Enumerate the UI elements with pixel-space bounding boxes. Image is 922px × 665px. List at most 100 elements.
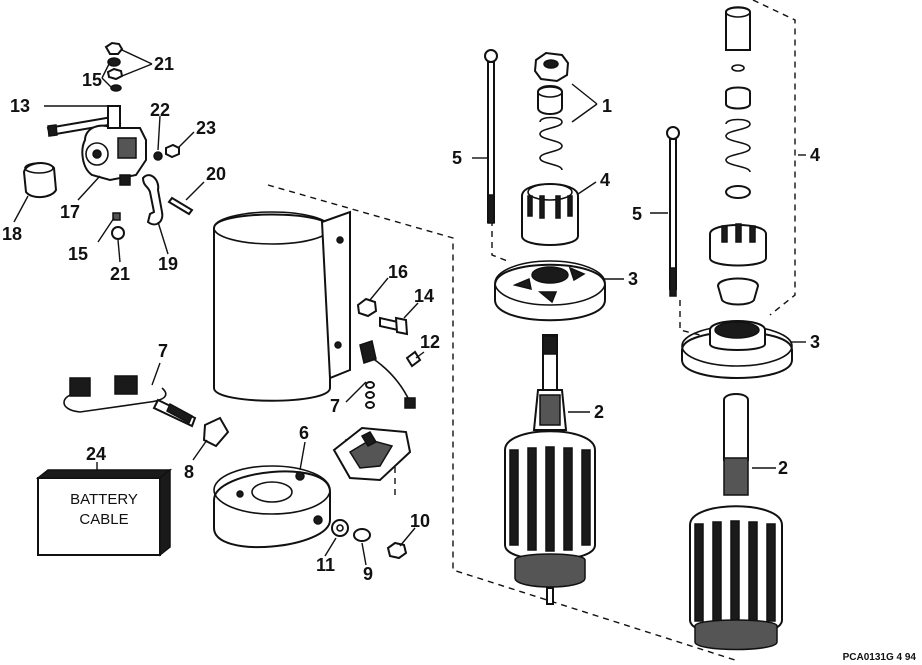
terminal-bracket-8 — [202, 416, 230, 448]
spring-7b — [365, 391, 375, 399]
thru-bolt-5b — [669, 138, 677, 290]
callout-5-left: 5 — [452, 148, 462, 168]
callout-24: 24 — [86, 444, 106, 464]
end-cap-hole-2 — [236, 490, 244, 498]
thru-bolt-head-5b — [666, 126, 680, 140]
leader-14 — [403, 302, 419, 319]
callout-2-lower: 2 — [778, 458, 788, 478]
lockwasher-9 — [353, 528, 371, 542]
nut-21-top — [104, 41, 124, 55]
field-frame-housing — [213, 210, 351, 402]
battery-cable-label-line1: BATTERY — [70, 491, 138, 508]
callout-1: 1 — [602, 96, 612, 116]
callout-15-lower: 15 — [68, 244, 88, 264]
leader-20 — [185, 181, 205, 201]
callout-7-left: 7 — [158, 341, 168, 361]
armature-shaft-thread-2a — [542, 335, 558, 355]
battery-cable-label-line2: CABLE — [79, 511, 128, 528]
callout-3-left: 3 — [628, 269, 638, 289]
thru-bolt-thread-5b — [669, 267, 677, 297]
armature-shaft-2b — [723, 393, 749, 461]
callout-10: 10 — [410, 511, 430, 531]
solenoid-lower-terminal — [119, 174, 131, 186]
armature-shaft-thread-2b — [723, 457, 749, 496]
figure-code: PCA0131G 4 94 — [843, 652, 917, 663]
nut-10 — [386, 541, 408, 560]
washer-4b — [725, 185, 751, 199]
bolt-14-head — [394, 316, 409, 336]
spring-7a — [365, 381, 375, 389]
leader-19 — [157, 221, 169, 255]
leader-16 — [369, 277, 389, 301]
washer-15-low — [110, 84, 122, 92]
pinion-teeth-4a — [527, 195, 573, 219]
callout-17: 17 — [60, 202, 80, 222]
leader-10 — [399, 527, 416, 547]
solenoid-port — [85, 142, 109, 166]
drive-assembly-right — [666, 6, 793, 651]
callout-21-upper: 21 — [154, 54, 174, 74]
leader-11 — [324, 537, 337, 557]
leader-22 — [157, 115, 161, 151]
callout-4-right: 4 — [810, 145, 820, 165]
armature-commutator-2a — [514, 553, 586, 588]
plate-spokes-3a — [512, 266, 586, 304]
brush-right — [114, 375, 138, 395]
callout-21-lower: 21 — [110, 264, 130, 284]
leader-lines — [13, 49, 806, 566]
callout-8: 8 — [184, 462, 194, 482]
lead-7-terminal — [404, 397, 416, 409]
solenoid-port-center — [92, 149, 102, 159]
callout-labels: 1 2 2 3 3 4 4 5 5 6 7 7 8 9 10 11 12 13 … — [2, 54, 820, 584]
leader-12 — [415, 351, 425, 359]
spacer-1 — [537, 85, 563, 115]
callout-14: 14 — [414, 286, 434, 306]
frame-mount-plate — [320, 210, 351, 380]
nut-16 — [356, 297, 378, 318]
assembly-outline — [267, 0, 796, 661]
leader-18 — [13, 195, 29, 223]
callout-16: 16 — [388, 262, 408, 282]
spring-7c — [365, 401, 375, 409]
leader-7b — [345, 381, 367, 403]
leader-17 — [77, 175, 101, 201]
callout-18: 18 — [2, 224, 22, 244]
thru-bolt-head-5a — [484, 49, 498, 63]
end-cap-body — [213, 470, 331, 549]
nut-21-lower — [111, 226, 125, 240]
callout-4-left: 4 — [600, 170, 610, 190]
leader-21b — [117, 239, 121, 263]
washer-15-lower — [112, 212, 121, 221]
rubber-boot-18 — [22, 162, 58, 198]
brush-left — [69, 377, 91, 397]
drive-assembly-left — [484, 49, 606, 605]
armature-windings-2a — [509, 446, 591, 552]
callout-23: 23 — [196, 118, 216, 138]
armature-hub-thread-2a — [539, 394, 561, 426]
plate-top-3a — [494, 260, 606, 306]
brush-holder-slot — [360, 431, 378, 447]
leader-8 — [192, 439, 208, 461]
callout-9: 9 — [363, 564, 373, 584]
battery-cable-box-side — [159, 468, 171, 557]
washer-15-top — [107, 57, 121, 67]
lead-7-wire — [371, 357, 411, 403]
leader-6 — [299, 441, 306, 471]
mount-hole-bottom — [334, 341, 342, 349]
callout-5-right: 5 — [632, 204, 642, 224]
spacer-4b — [725, 86, 751, 110]
leader-9 — [361, 542, 367, 566]
callout-13: 13 — [10, 96, 30, 116]
end-cap-rim — [213, 465, 331, 515]
callout-20: 20 — [206, 164, 226, 184]
end-cap-6 — [332, 426, 412, 482]
drive-cap-top-4b — [725, 6, 751, 18]
washer-11-hole — [336, 524, 344, 532]
armature-commutator-2b — [694, 619, 778, 651]
washer-11 — [331, 519, 349, 537]
nut-23 — [165, 143, 180, 159]
callout-22: 22 — [150, 100, 170, 120]
end-cap-stud — [313, 515, 323, 525]
callout-3-right: 3 — [810, 332, 820, 352]
